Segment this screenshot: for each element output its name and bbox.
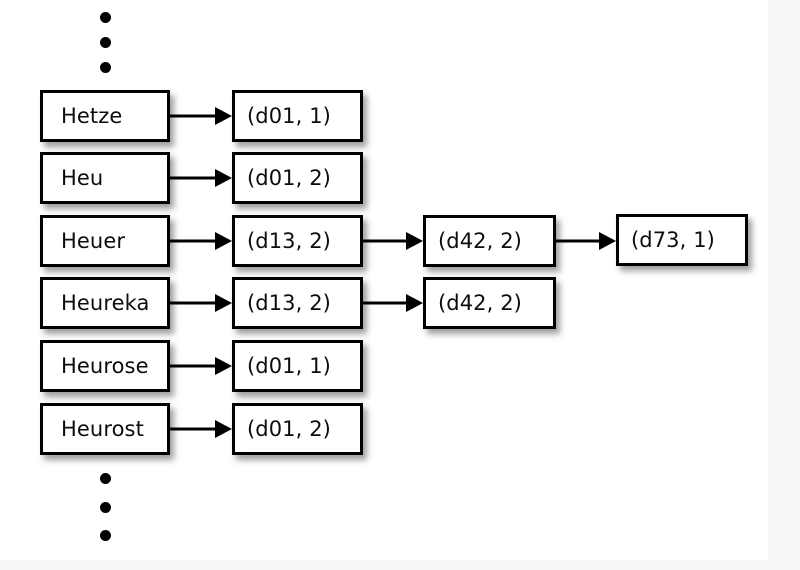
arrow-head-icon bbox=[215, 357, 232, 375]
arrow-head-icon bbox=[215, 232, 232, 250]
page-gutter-bottom bbox=[0, 560, 800, 570]
posting-box-3[interactable]: (d13, 2) bbox=[232, 215, 363, 267]
arrow-shaft bbox=[170, 427, 217, 431]
term-box-heureka[interactable]: Heureka bbox=[40, 277, 170, 329]
term-box-heuer[interactable]: Heuer bbox=[40, 215, 170, 267]
ellipsis-dot bbox=[100, 502, 111, 513]
posting-box-4[interactable]: (d13, 2) bbox=[232, 277, 363, 329]
arrow-shaft bbox=[170, 176, 217, 180]
posting-label: (d42, 2) bbox=[438, 228, 522, 253]
posting-label: (d01, 1) bbox=[247, 103, 331, 128]
term-box-heurose[interactable]: Heurose bbox=[40, 340, 170, 392]
posting-box-7[interactable]: (d42, 2) bbox=[423, 215, 556, 267]
page-gutter-right bbox=[768, 0, 800, 570]
term-label: Heuer bbox=[61, 228, 126, 253]
term-label: Heurost bbox=[61, 416, 144, 441]
ellipsis-dot bbox=[100, 37, 111, 48]
term-box-heu[interactable]: Heu bbox=[40, 152, 170, 204]
term-label: Heureka bbox=[61, 290, 150, 315]
term-label: Heurose bbox=[61, 353, 149, 378]
arrow-shaft bbox=[363, 239, 408, 243]
posting-label: (d01, 2) bbox=[247, 416, 331, 441]
arrow-head-icon bbox=[406, 294, 423, 312]
posting-box-8[interactable]: (d42, 2) bbox=[423, 277, 556, 329]
posting-label: (d13, 2) bbox=[247, 228, 331, 253]
arrow-head-icon bbox=[215, 420, 232, 438]
vertical-ellipsis-top bbox=[100, 0, 111, 84]
posting-label: (d01, 1) bbox=[247, 353, 331, 378]
arrow-head-icon bbox=[406, 232, 423, 250]
ellipsis-dot bbox=[100, 530, 111, 541]
term-label: Hetze bbox=[61, 103, 123, 128]
posting-box-2[interactable]: (d01, 2) bbox=[232, 152, 363, 204]
posting-box-6[interactable]: (d01, 2) bbox=[232, 403, 363, 455]
term-label: Heu bbox=[61, 165, 104, 190]
vertical-ellipsis-bottom bbox=[100, 466, 111, 556]
ellipsis-dot bbox=[100, 473, 111, 484]
term-box-heurost[interactable]: Heurost bbox=[40, 403, 170, 455]
arrow-shaft bbox=[170, 239, 217, 243]
posting-label: (d13, 2) bbox=[247, 290, 331, 315]
arrow-shaft bbox=[170, 301, 217, 305]
posting-label: (d01, 2) bbox=[247, 165, 331, 190]
posting-label: (d73, 1) bbox=[631, 227, 715, 252]
arrow-shaft bbox=[363, 301, 408, 305]
posting-box-9[interactable]: (d73, 1) bbox=[616, 214, 748, 266]
ellipsis-dot bbox=[100, 12, 111, 23]
arrow-shaft bbox=[170, 114, 217, 118]
arrow-head-icon bbox=[215, 294, 232, 312]
diagram-canvas: Hetze Heu Heuer Heureka Heurose Heurost bbox=[40, 0, 748, 556]
posting-box-1[interactable]: (d01, 1) bbox=[232, 90, 363, 142]
arrow-head-icon bbox=[215, 107, 232, 125]
term-box-hetze[interactable]: Hetze bbox=[40, 90, 170, 142]
posting-box-5[interactable]: (d01, 1) bbox=[232, 340, 363, 392]
arrow-shaft bbox=[170, 364, 217, 368]
ellipsis-dot bbox=[100, 62, 111, 73]
arrow-shaft bbox=[556, 239, 601, 243]
posting-label: (d42, 2) bbox=[438, 290, 522, 315]
arrow-head-icon bbox=[215, 169, 232, 187]
arrow-head-icon bbox=[599, 232, 616, 250]
